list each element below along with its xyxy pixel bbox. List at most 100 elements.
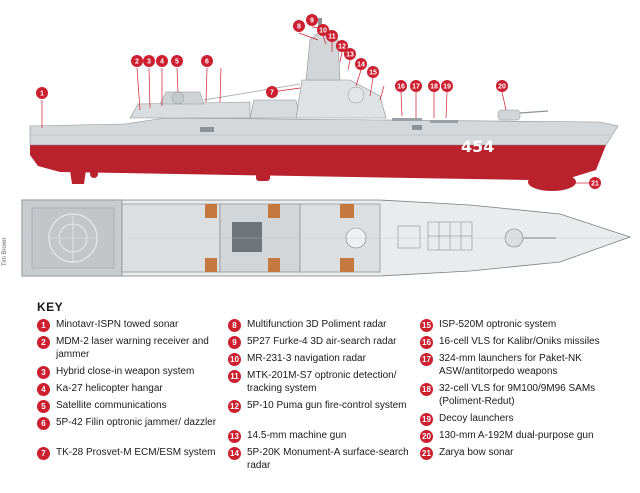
key-number-badge: 2 [37,336,50,349]
hangar [129,101,251,119]
forward-superstructure [295,79,387,119]
callout-badge-10 [317,24,329,36]
key-item-3: 3 Hybrid close-in weapon system [37,365,227,379]
key-label: Hybrid close-in weapon system [56,366,195,377]
callout-badge-16 [395,80,407,92]
callout-number-7: 7 [270,90,274,97]
callout-badge-1 [36,87,48,99]
key-number-badge: 11 [228,370,241,383]
frigate-diagram: 454 [21,14,632,277]
key-label: 5P-42 Filin optronic jammer/ dazzler [56,417,217,428]
key-number-badge: 17 [420,353,433,366]
callout-badge-18 [428,80,440,92]
key-number-badge: 19 [420,413,433,426]
key-item-20: 20 130-mm A-192M dual-purpose gun [420,429,610,443]
callout-number-18: 18 [430,84,438,91]
key-label: 324-mm launchers for Paket-NK ASW/antito… [439,353,582,377]
key-number-badge: 13 [228,430,241,443]
callout-badge-5 [171,55,183,67]
key-item-5: 5 Satellite communications [37,399,227,413]
key-item-15: 15 ISP-520M optronic system [420,318,610,332]
key-label: 32-cell VLS for 9M100/9M96 SAMs (Polimen… [439,383,596,407]
key-number-badge: 12 [228,400,241,413]
bow-sonar-dome [528,173,576,191]
callout-number-11: 11 [328,34,336,41]
key-label: MDM-2 laser warning receiver and jammer [56,336,209,360]
callout-number-21: 21 [591,181,599,188]
key-number-badge: 9 [228,336,241,349]
callout-badge-3 [143,55,155,67]
key-number-badge: 15 [420,319,433,332]
key-number-badge: 7 [37,447,50,460]
callout-badge-7 [266,86,278,98]
key-item-8: 8 Multifunction 3D Poliment radar [228,318,418,332]
key-number-badge: 18 [420,383,433,396]
callout-number-20: 20 [498,84,506,91]
key-number-badge: 5 [37,400,50,413]
key-label: 5P-20K Monument-A surface-search radar [247,447,409,471]
key-label: Minotavr-ISPN towed sonar [56,319,179,330]
callout-number-13: 13 [346,52,354,59]
key-item-2: 2 MDM-2 laser warning receiver and jammer [37,335,227,361]
key-number-badge: 14 [228,447,241,460]
deck-panels [205,204,354,272]
ship-side-profile: 454 [29,18,619,191]
key-number-badge: 16 [420,336,433,349]
callout-badge-2 [131,55,143,67]
key-label: Satellite communications [56,400,167,411]
callout-number-1: 1 [40,91,44,98]
key-item-7: 7 TK-28 Prosvet-M ECM/ESM system [37,446,227,460]
key-label: TK-28 Prosvet-M ECM/ESM system [56,447,216,458]
callout-badge-6 [201,55,213,67]
key-number-badge: 8 [228,319,241,332]
callout-badge-15 [367,66,379,78]
callout-number-12: 12 [338,44,346,51]
key-title: KEY [37,300,64,314]
hull-grey-upper [29,117,619,146]
callout-number-19: 19 [443,84,451,91]
key-label: 14.5-mm machine gun [247,430,347,441]
callout-badge-17 [410,80,422,92]
callout-number-16: 16 [397,84,405,91]
key-number-badge: 21 [420,447,433,460]
key-number-badge: 1 [37,319,50,332]
key-item-14: 14 5P-20K Monument-A surface-search radar [228,446,418,472]
key-item-11: 11 MTK-201M-S7 optronic detection/ tracki… [228,369,418,395]
key-number-badge: 10 [228,353,241,366]
key-label: ISP-520M optronic system [439,319,557,330]
callout-badge-11 [326,30,338,42]
callout-number-17: 17 [412,84,420,91]
key-item-17: 17 324-mm launchers for Paket-NK ASW/anti… [420,352,610,378]
hull-number: 454 [461,137,494,156]
key-label: Multifunction 3D Poliment radar [247,319,387,330]
key-number-badge: 3 [37,366,50,379]
callout-badge-21 [589,177,601,189]
key-label: 130-mm A-192M dual-purpose gun [439,430,594,441]
key-number-badge: 4 [37,383,50,396]
key-item-1: 1 Minotavr-ISPN towed sonar [37,318,227,332]
callout-number-3: 3 [147,59,151,66]
key-label: MTK-201M-S7 optronic detection/ tracking… [247,370,397,394]
key-item-13: 13 14.5-mm machine gun [228,429,418,443]
key-label: MR-231-3 navigation radar [247,353,366,364]
callout-number-10: 10 [319,28,327,35]
callout-badge-4 [156,55,168,67]
callout-number-14: 14 [357,62,365,69]
key-item-18: 18 32-cell VLS for 9M100/9M96 SAMs (Polim… [420,382,610,408]
callout-badge-9 [306,14,318,26]
callout-number-15: 15 [369,70,377,77]
callout-badge-14 [355,58,367,70]
key-number-badge: 20 [420,430,433,443]
callout-number-9: 9 [310,18,314,25]
illustration-credit: Tim Brown [2,237,8,266]
ship-top-view [21,199,632,277]
main-gun [497,109,521,121]
